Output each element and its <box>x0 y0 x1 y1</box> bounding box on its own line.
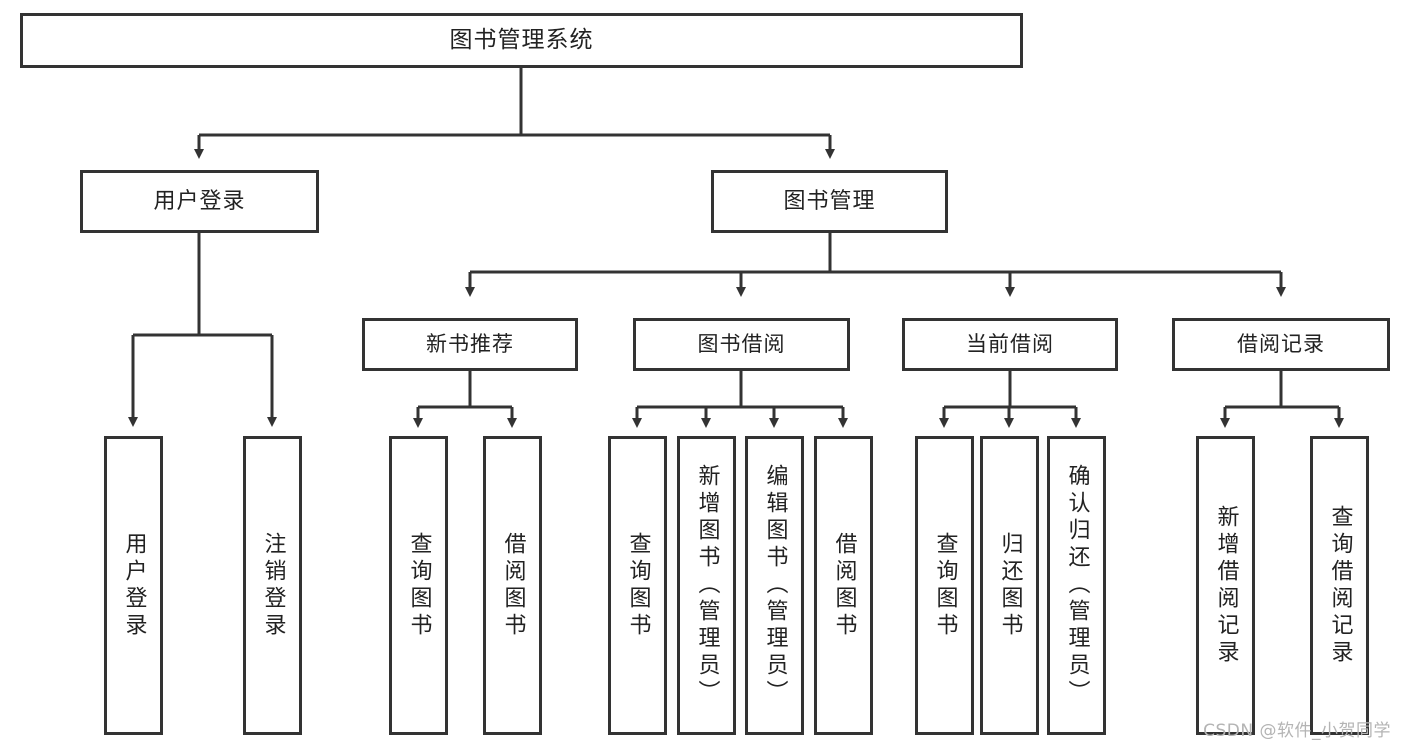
leaf-borrow-record-add-label: 新增借阅记录 <box>1213 504 1239 667</box>
leaf-user-login-signout[interactable]: 注销登录 <box>243 436 302 735</box>
leaf-book-borrow-query[interactable]: 查询图书 <box>608 436 667 735</box>
node-root-system-label: 图书管理系统 <box>449 27 594 53</box>
node-borrow-record[interactable]: 借阅记录 <box>1172 318 1390 371</box>
leaf-new-book-borrow[interactable]: 借阅图书 <box>483 436 542 735</box>
leaf-book-borrow-edit-label: 编辑图书（管理员） <box>762 464 788 707</box>
node-root-system[interactable]: 图书管理系统 <box>20 13 1023 68</box>
node-new-book-recommend-label: 新书推荐 <box>426 332 514 356</box>
leaf-borrow-record-query-label: 查询借阅记录 <box>1327 504 1353 667</box>
leaf-borrow-record-query[interactable]: 查询借阅记录 <box>1310 436 1369 735</box>
leaf-book-borrow-edit[interactable]: 编辑图书（管理员） <box>745 436 804 735</box>
node-current-borrow[interactable]: 当前借阅 <box>902 318 1118 371</box>
node-user-login[interactable]: 用户登录 <box>80 170 319 233</box>
node-borrow-record-label: 借阅记录 <box>1237 332 1325 356</box>
leaf-book-borrow-lend[interactable]: 借阅图书 <box>814 436 873 735</box>
leaf-current-borrow-return-label: 归还图书 <box>997 531 1023 640</box>
node-current-borrow-label: 当前借阅 <box>966 332 1054 356</box>
leaf-current-borrow-confirm[interactable]: 确认归还（管理员） <box>1047 436 1106 735</box>
node-user-login-label: 用户登录 <box>153 188 246 214</box>
node-book-borrow-label: 图书借阅 <box>697 332 786 356</box>
watermark-text: CSDN @软件_小贺同学 <box>1203 721 1391 741</box>
leaf-book-borrow-add[interactable]: 新增图书（管理员） <box>677 436 736 735</box>
leaf-user-login-signin[interactable]: 用户登录 <box>104 436 163 735</box>
leaf-user-login-signin-label: 用户登录 <box>121 531 147 640</box>
node-book-management-label: 图书管理 <box>783 188 876 214</box>
leaf-book-borrow-lend-label: 借阅图书 <box>831 531 857 640</box>
leaf-new-book-query-label: 查询图书 <box>406 531 432 640</box>
leaf-new-book-borrow-label: 借阅图书 <box>500 531 526 640</box>
leaf-new-book-query[interactable]: 查询图书 <box>389 436 448 735</box>
leaf-current-borrow-query-label: 查询图书 <box>932 531 958 640</box>
leaf-book-borrow-add-label: 新增图书（管理员） <box>694 464 720 707</box>
node-new-book-recommend[interactable]: 新书推荐 <box>362 318 578 371</box>
node-book-management[interactable]: 图书管理 <box>711 170 948 233</box>
leaf-current-borrow-query[interactable]: 查询图书 <box>915 436 974 735</box>
leaf-current-borrow-confirm-label: 确认归还（管理员） <box>1064 464 1090 707</box>
leaf-current-borrow-return[interactable]: 归还图书 <box>980 436 1039 735</box>
leaf-book-borrow-query-label: 查询图书 <box>625 531 651 640</box>
leaf-user-login-signout-label: 注销登录 <box>260 531 286 640</box>
leaf-borrow-record-add[interactable]: 新增借阅记录 <box>1196 436 1255 735</box>
node-book-borrow[interactable]: 图书借阅 <box>633 318 850 371</box>
